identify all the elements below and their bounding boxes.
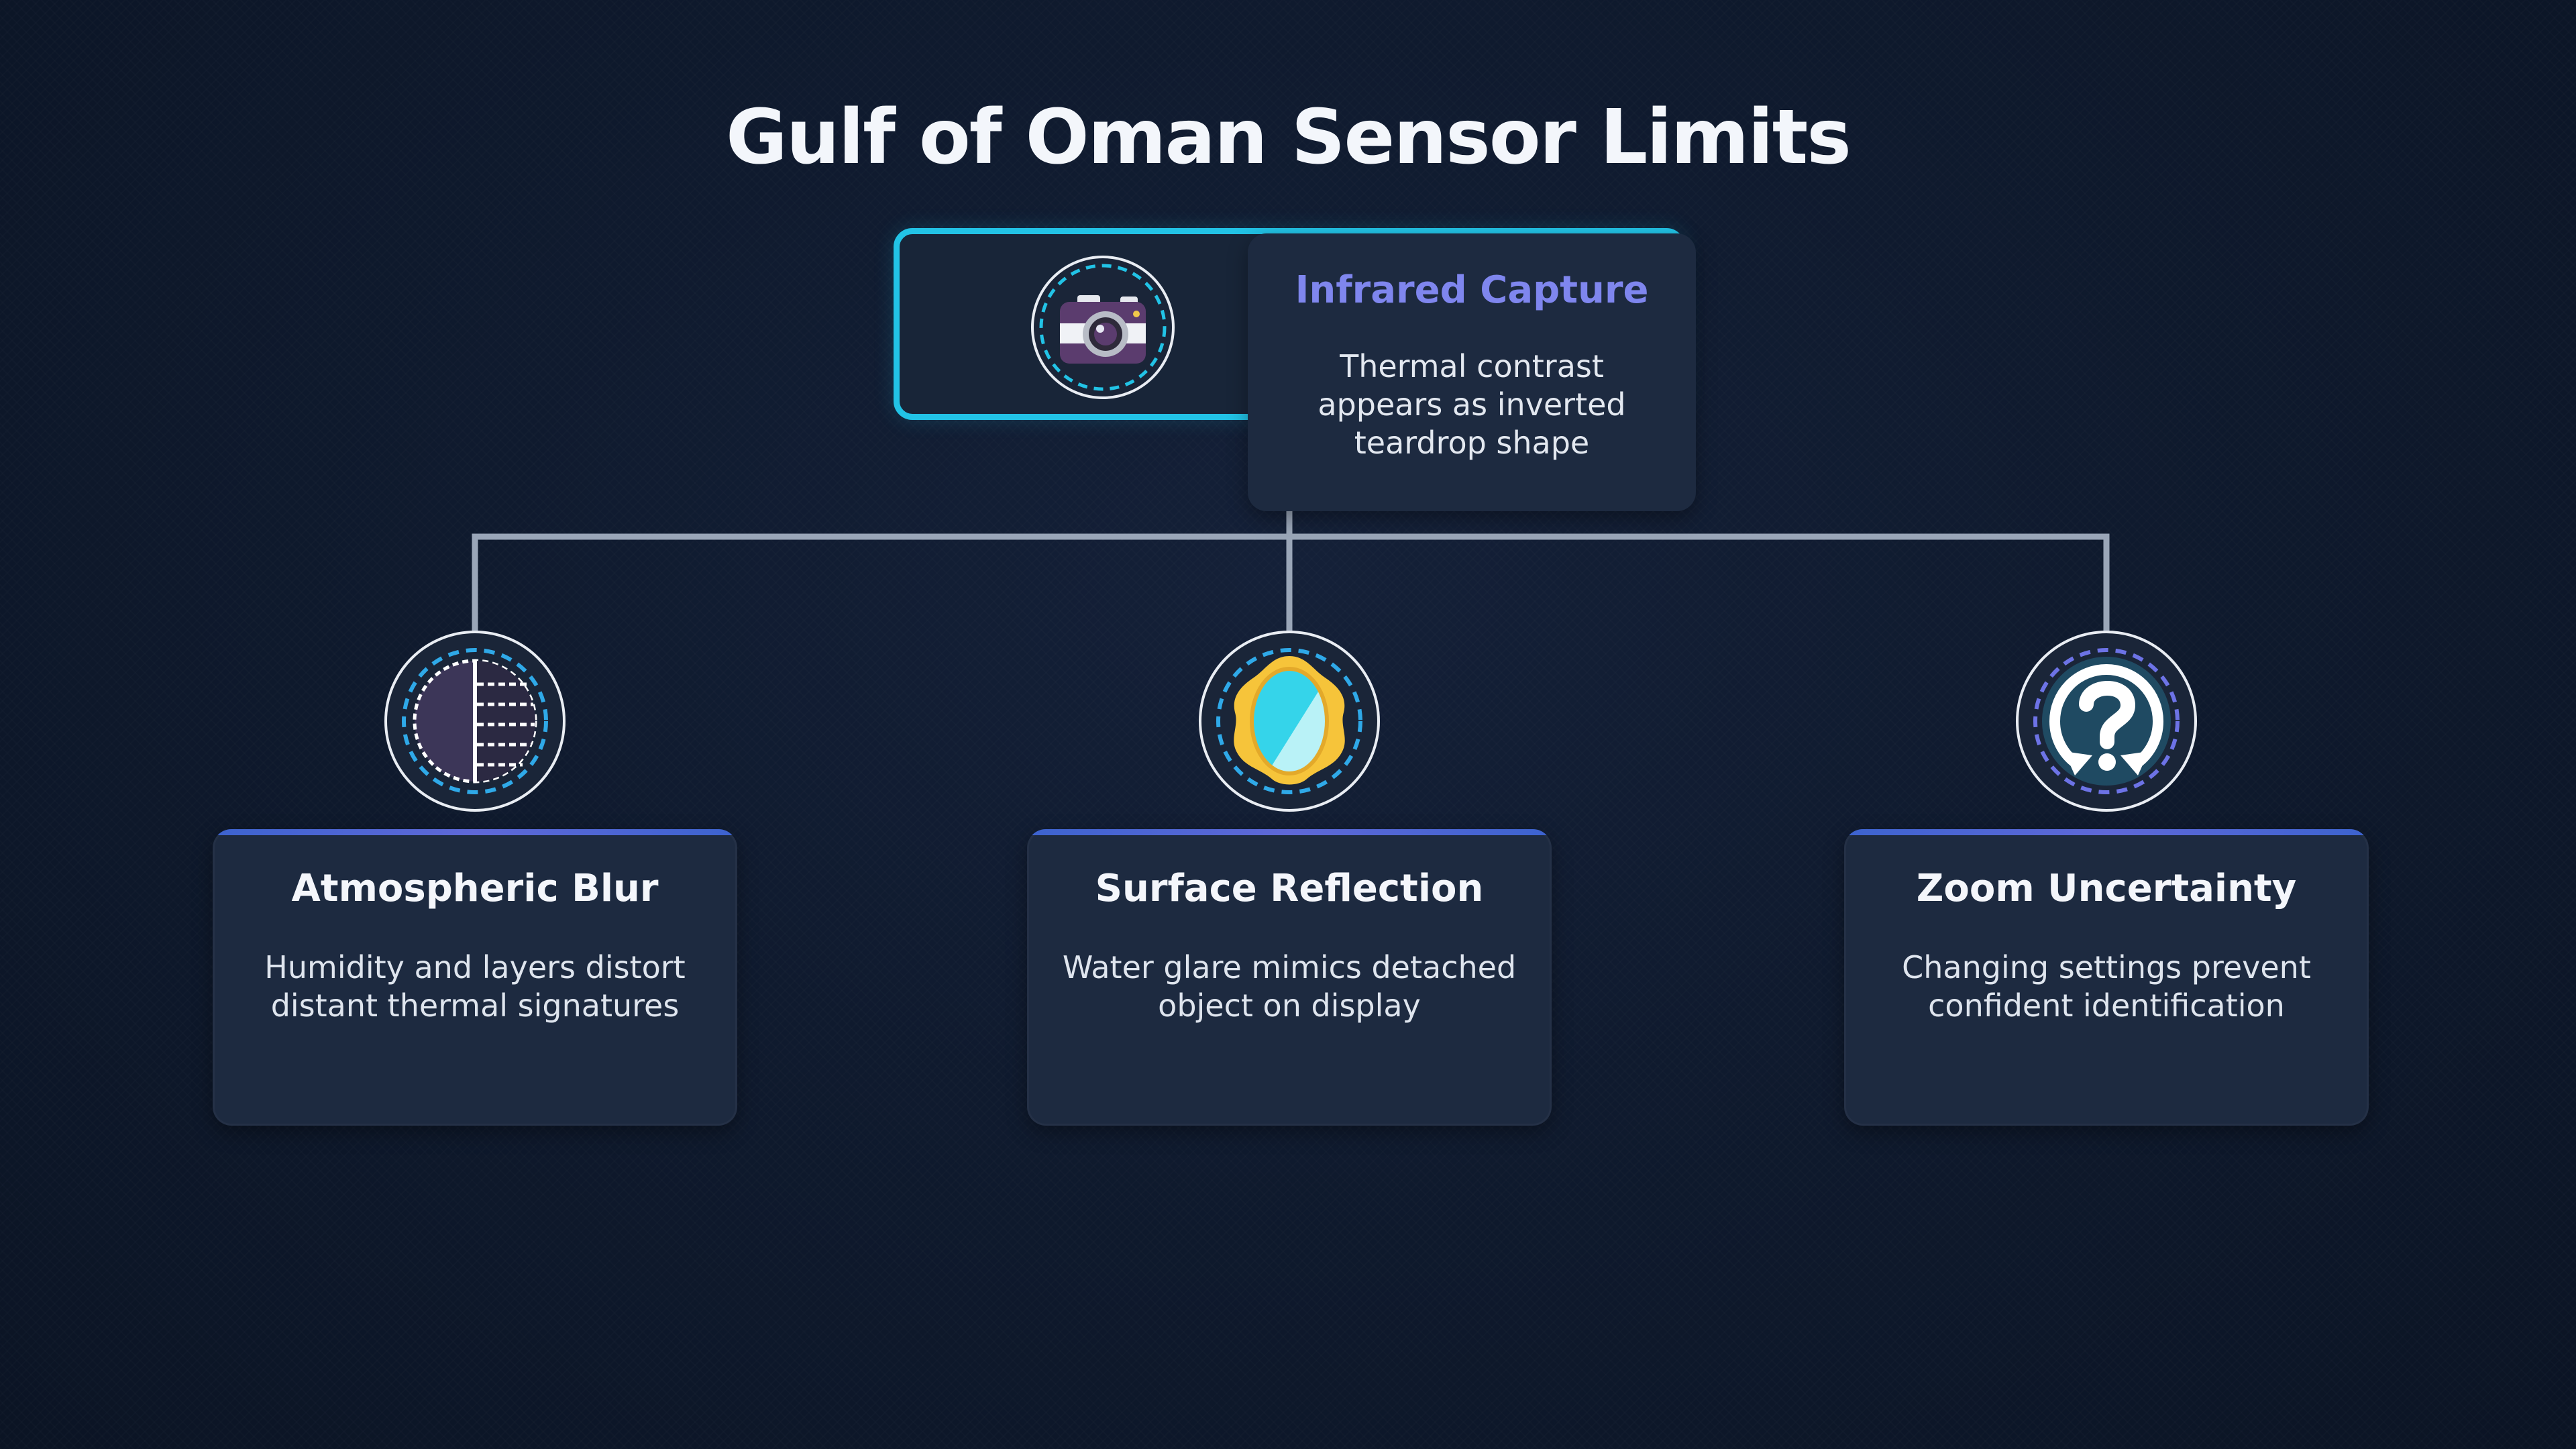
child-card-description: Changing settings prevent confident iden… (1902, 949, 2311, 1024)
card-accent-bar (213, 829, 737, 835)
child-card-heading: Atmospheric Blur (291, 867, 659, 910)
child-card-heading: Surface Reflection (1095, 867, 1484, 910)
mirror-icon (1216, 648, 1362, 794)
child-card-heading: Zoom Uncertainty (1916, 867, 2297, 910)
child-card-description: Humidity and layers distort distant ther… (264, 949, 686, 1024)
root-node-heading: Infrared Capture (1295, 268, 1649, 312)
camera-icon (1039, 264, 1167, 391)
card-accent-bar (1027, 829, 1552, 835)
child-icon-badge-1 (384, 631, 566, 812)
child-card-2: Surface Reflection Water glare mimics de… (1027, 829, 1552, 1126)
haze-icon (402, 648, 548, 794)
page-title: Gulf of Oman Sensor Limits (726, 94, 1851, 181)
child-card-description: Water glare mimics detached object on di… (1062, 949, 1517, 1024)
child-icon-badge-3 (2016, 631, 2197, 812)
question-refresh-icon (2033, 648, 2180, 794)
child-card-1: Atmospheric Blur Humidity and layers dis… (213, 829, 737, 1126)
child-card-3: Zoom Uncertainty Changing settings preve… (1844, 829, 2369, 1126)
card-accent-bar (1844, 829, 2369, 835)
root-node-description: Thermal contrast appears as inverted tea… (1318, 348, 1626, 461)
child-icon-badge-2 (1199, 631, 1380, 812)
root-node-text-panel: Infrared Capture Thermal contrast appear… (1248, 233, 1696, 511)
root-icon-badge (1031, 256, 1175, 399)
